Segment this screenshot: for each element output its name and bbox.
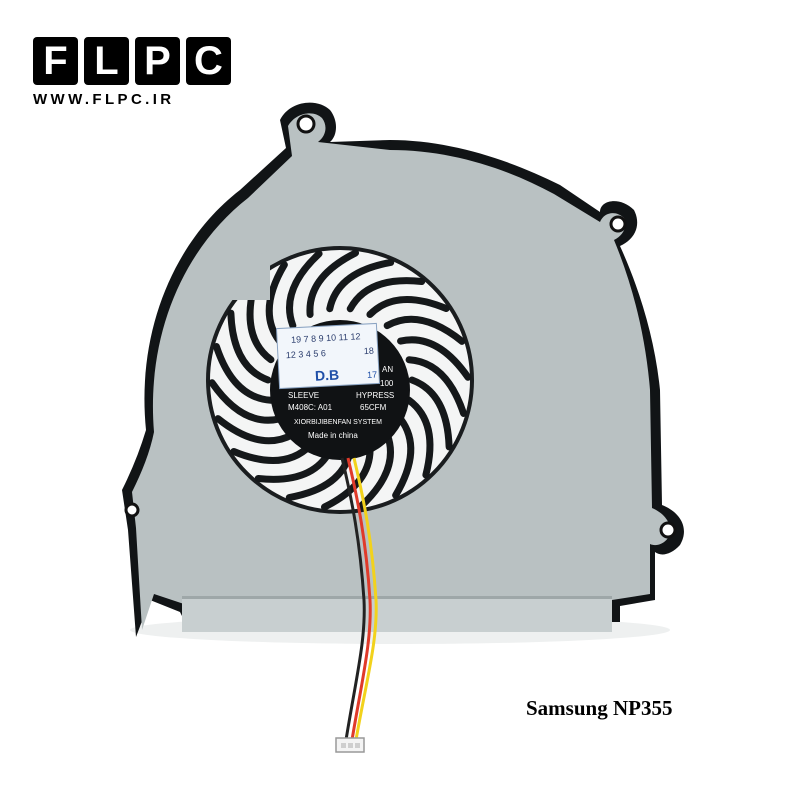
mount-hole-bottom-right <box>659 521 677 539</box>
hub-text-cfm: 65CFM <box>360 403 387 412</box>
fan-strut-left <box>208 250 270 300</box>
fan-blade <box>346 277 426 313</box>
hub-text-maker: XIORBIJIBENFAN SYSTEM <box>294 419 382 426</box>
fan-blade <box>405 356 468 417</box>
product-caption: Samsung NP355 <box>526 696 673 720</box>
sticker-row2: 12 3 4 5 6 <box>286 348 327 360</box>
mount-hole-top <box>296 114 316 134</box>
hub-text-hypress: HYPRESS <box>356 391 394 400</box>
logo-letters: F L P C <box>33 37 233 85</box>
sticker-code: D.B <box>315 366 340 383</box>
wire-black <box>340 457 366 741</box>
fan-blade <box>366 296 450 319</box>
wire-yellow <box>352 457 378 741</box>
hub-text-100: 100 <box>380 379 394 388</box>
fan-blade <box>306 249 360 319</box>
logo-letter-f: F <box>33 37 78 85</box>
hub-sticker: 19 7 8 9 10 11 12 12 3 4 5 6 18 D.B 17 <box>275 322 381 390</box>
mount-hole-left <box>124 502 140 518</box>
hub-text-model: M408C: A01 <box>288 403 333 412</box>
logo-letter-p: P <box>135 37 180 85</box>
fan-blade <box>265 261 288 345</box>
fan-blade <box>357 430 394 510</box>
mount-hole-right <box>609 215 627 233</box>
hub-text-sleeve: SLEEVE <box>288 391 319 400</box>
fan-cable <box>340 457 378 741</box>
sticker-row2-right: 18 <box>364 346 375 357</box>
fan-blade <box>212 343 275 404</box>
fan-plate-edge <box>182 596 612 599</box>
fan-blade <box>326 258 395 313</box>
fan-blade <box>383 315 466 345</box>
fan-blade <box>408 376 453 451</box>
fan-blade <box>286 250 323 330</box>
wire-red <box>346 457 372 741</box>
sticker-row1: 19 7 8 9 10 11 12 <box>291 331 361 345</box>
sticker-paper <box>275 322 381 390</box>
fan-blade <box>208 379 283 424</box>
connector-pin-2 <box>348 743 353 748</box>
logo-letter-l: L <box>84 37 129 85</box>
fan-base-plate <box>182 596 612 632</box>
flpc-logo: F L P C WWW.FLPC.IR <box>33 37 233 108</box>
logo-letter-c: C <box>186 37 231 85</box>
fan-blade <box>397 336 472 381</box>
fan-blade <box>227 309 272 384</box>
fan-blade <box>392 415 415 499</box>
fan-blade <box>214 415 297 445</box>
sticker-code-right: 17 <box>367 369 378 380</box>
connector-pin-3 <box>355 743 360 748</box>
logo-url: WWW.FLPC.IR <box>33 91 175 108</box>
connector-pin-1 <box>341 743 346 748</box>
hub-text-origin: Made in china <box>308 431 358 440</box>
fan-blade <box>405 396 434 479</box>
hub-text-an: AN <box>382 365 393 374</box>
